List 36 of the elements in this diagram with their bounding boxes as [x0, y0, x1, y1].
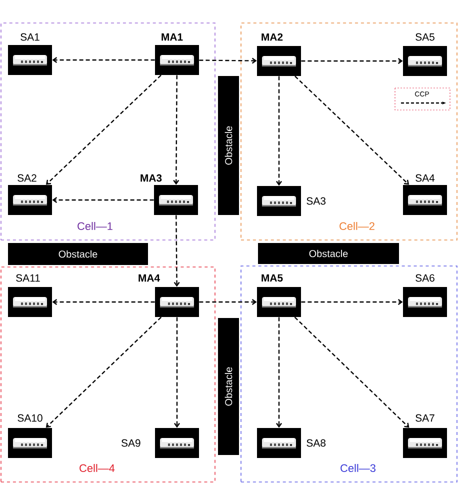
device-label: SA10 [18, 414, 42, 422]
arrow [276, 317, 282, 428]
device-label: SA3 [306, 197, 326, 205]
obstacle-block: Obstacle [258, 243, 399, 264]
arrow [174, 317, 180, 428]
device-label: SA5 [416, 33, 434, 41]
device-label: SA4 [416, 174, 435, 182]
arrow [294, 316, 410, 428]
device-label: MA1 [162, 33, 183, 41]
arrow [276, 76, 282, 186]
arrow [199, 58, 257, 64]
obstacle-block: Obstacle [8, 243, 148, 265]
arrow [294, 76, 410, 185]
device-label: MA5 [262, 274, 283, 282]
device-label: SA8 [306, 439, 326, 447]
device-label: MA2 [262, 33, 283, 41]
arrow [199, 299, 257, 305]
obstacle-block: Obstacle [218, 76, 239, 215]
arrow [301, 58, 403, 64]
device-label: SA2 [18, 174, 36, 182]
arrow [173, 75, 180, 185]
device-label: SA7 [416, 414, 434, 422]
arrow [301, 299, 403, 305]
arrow [52, 197, 154, 203]
obstacle-block: Obstacle [218, 318, 239, 455]
device-label: MA4 [138, 274, 160, 282]
arrow [52, 57, 155, 63]
device-label: SA9 [122, 439, 140, 447]
device-label: MA3 [140, 174, 162, 182]
arrow [46, 316, 162, 428]
arrow [174, 215, 180, 287]
device-label: SA6 [416, 274, 434, 282]
arrow [52, 299, 155, 305]
device-label: SA11 [16, 274, 40, 282]
device-label: SA1 [20, 33, 40, 41]
arrow [46, 74, 162, 185]
